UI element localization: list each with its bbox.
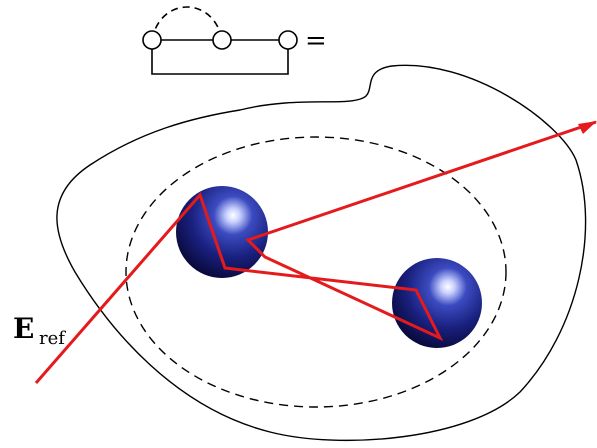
ray-arrow-icon — [578, 121, 597, 134]
dashed-arc — [151, 6, 223, 41]
scattering-ray — [34, 120, 597, 384]
node-circle-middle — [212, 30, 232, 50]
header-diagram: = — [142, 6, 327, 75]
field-label: E ref — [13, 312, 66, 349]
outer-boundary — [56, 64, 587, 442]
bottom-bracket — [151, 48, 289, 75]
node-circle-right — [278, 30, 298, 50]
field-label-subscript: ref — [39, 328, 66, 349]
equals-sign: = — [305, 26, 327, 56]
field-label-main: E — [13, 312, 34, 345]
sphere-left — [176, 186, 268, 278]
node-circle-left — [142, 30, 162, 50]
dashed-boundary — [125, 136, 507, 408]
